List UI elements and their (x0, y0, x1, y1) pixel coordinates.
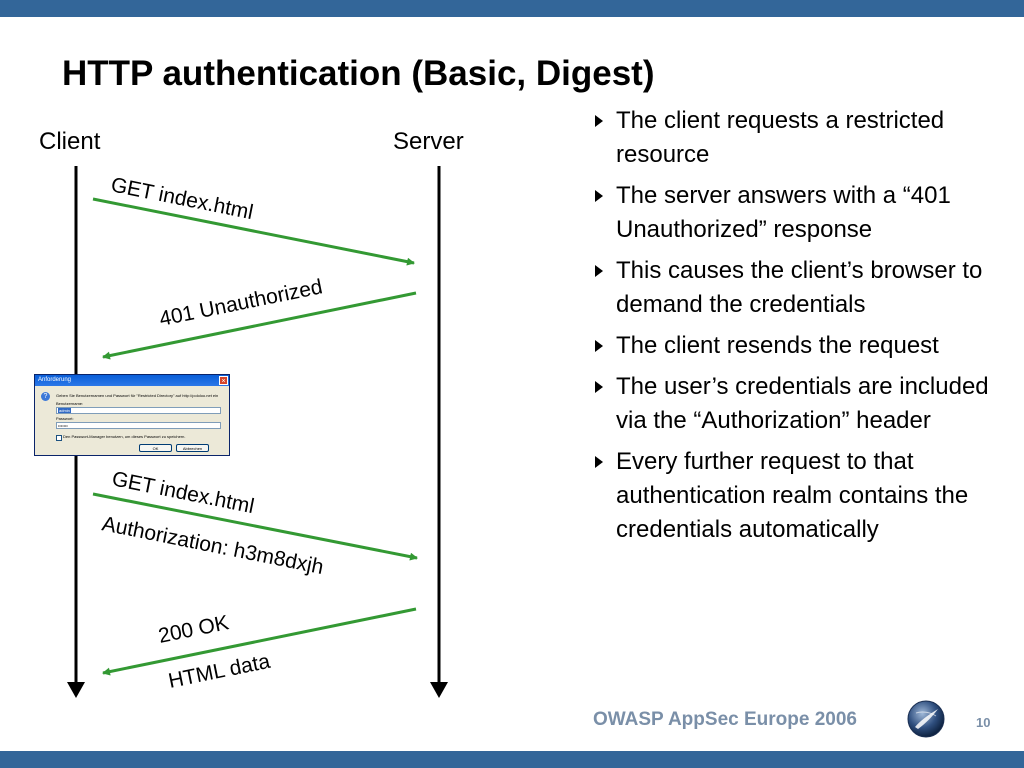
username-input[interactable]: admin (56, 407, 221, 414)
bullet-triangle-icon (595, 115, 603, 127)
cancel-button[interactable]: Abbrechen (176, 444, 209, 452)
bullet-item: The client resends the request (592, 329, 1012, 363)
label-401-unauthorized: 401 Unauthorized (157, 275, 324, 331)
arrow-get-request-2 (92, 492, 418, 561)
slide-title: HTTP authentication (Basic, Digest) (62, 54, 655, 93)
top-bar (0, 0, 1024, 17)
dialog-titlebar: Anforderung × (35, 375, 229, 386)
password-input[interactable]: ••••••• (56, 422, 221, 429)
password-label: Passwort: (56, 416, 74, 421)
auth-dialog: Anforderung × ? Geben Sie Benutzernamen … (34, 374, 230, 456)
password-value: ••••••• (58, 423, 68, 428)
ok-button[interactable]: OK (139, 444, 172, 452)
arrow-401-response (102, 291, 417, 360)
footer-text: OWASP AppSec Europe 2006 (593, 709, 857, 730)
page-number: 10 (976, 715, 991, 730)
client-lifeline-arrowhead (67, 682, 85, 698)
owasp-logo-icon (907, 700, 945, 738)
bullet-item: The client requests a restricted resourc… (592, 104, 1012, 172)
bullet-triangle-icon (595, 456, 603, 468)
bullet-triangle-icon (595, 265, 603, 277)
server-lifeline-arrowhead (430, 682, 448, 698)
bullet-list: The client requests a restricted resourc… (592, 104, 1012, 554)
bullet-triangle-icon (595, 190, 603, 202)
bullet-item: The user’s credentials are included via … (592, 370, 1012, 438)
bullet-triangle-icon (595, 340, 603, 352)
client-label: Client (39, 128, 101, 155)
bullet-item: Every further request to that authentica… (592, 445, 1012, 547)
username-label: Benutzername: (56, 401, 84, 406)
label-200-ok: 200 OK (156, 611, 230, 648)
bullet-item: This causes the client’s browser to dema… (592, 254, 1012, 322)
remember-password-checkbox[interactable] (56, 435, 62, 441)
arrow-200-response (102, 607, 417, 676)
close-icon[interactable]: × (219, 376, 228, 385)
dialog-message: Geben Sie Benutzernamen und Passwort für… (56, 393, 219, 398)
label-authorization-header: Authorization: h3m8dxjh (100, 512, 325, 579)
dialog-title: Anforderung (38, 377, 72, 383)
bottom-bar (0, 751, 1024, 768)
username-value: admin (58, 408, 71, 413)
arrow-get-request-1 (92, 197, 415, 266)
remember-password-label: Den Passwort-Manager benutzen, um dieses… (63, 434, 186, 439)
question-icon: ? (41, 392, 50, 401)
bullet-item: The server answers with a “401 Unauthori… (592, 179, 1012, 247)
bullet-triangle-icon (595, 381, 603, 393)
server-label: Server (393, 128, 464, 155)
